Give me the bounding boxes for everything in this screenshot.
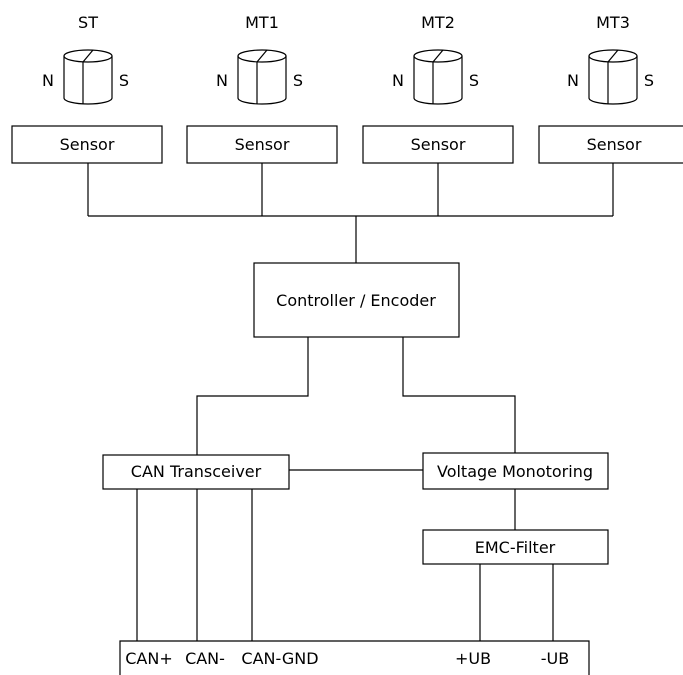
north-pole-label: N: [42, 71, 54, 90]
can-plus-pin-label: CAN+: [125, 649, 173, 668]
controller-label: Controller / Encoder: [276, 291, 436, 310]
magnet-mt1: MT1 N S: [216, 13, 303, 105]
controller-branch-wires: [196, 337, 516, 455]
can-transceiver-label: CAN Transceiver: [131, 462, 262, 481]
south-pole-label: S: [293, 71, 303, 90]
plus-ub-pin-label: +UB: [455, 649, 491, 668]
south-pole-label: S: [469, 71, 479, 90]
magnet-label: MT3: [596, 13, 630, 32]
emc-filter-label: EMC-Filter: [475, 538, 556, 557]
magnet-st: ST N S: [42, 13, 129, 105]
sensor-label: Sensor: [411, 135, 466, 154]
north-pole-label: N: [216, 71, 228, 90]
sensor-bus-wires: [87, 163, 614, 263]
can-minus-pin-label: CAN-: [185, 649, 225, 668]
sensor-label: Sensor: [235, 135, 290, 154]
magnet-label: MT2: [421, 13, 455, 32]
magnet-cylinder-icon: [237, 49, 287, 105]
magnet-mt3: MT3 N S: [567, 13, 654, 105]
voltage-monitoring-label: Voltage Monotoring: [437, 462, 593, 481]
magnet-mt2: MT2 N S: [392, 13, 479, 105]
sensor-box-mt1: Sensor: [186, 125, 338, 164]
north-pole-label: N: [567, 71, 579, 90]
controller-encoder-box: Controller / Encoder: [253, 262, 460, 338]
connector-strip: CAN+ CAN- CAN-GND +UB -UB: [119, 640, 590, 675]
voltage-monitoring-box: Voltage Monotoring: [422, 452, 609, 490]
sensor-label: Sensor: [587, 135, 642, 154]
sensor-box-mt3: Sensor: [538, 125, 683, 164]
sensor-box-st: Sensor: [11, 125, 163, 164]
sensor-box-mt2: Sensor: [362, 125, 514, 164]
can-gnd-pin-label: CAN-GND: [241, 649, 318, 668]
can-transceiver-box: CAN Transceiver: [102, 454, 290, 490]
magnet-cylinder-icon: [588, 49, 638, 105]
magnet-cylinder-icon: [63, 49, 113, 105]
connector-wires: [136, 489, 554, 641]
sensor-label: Sensor: [60, 135, 115, 154]
minus-ub-pin-label: -UB: [541, 649, 569, 668]
south-pole-label: S: [644, 71, 654, 90]
emc-filter-box: EMC-Filter: [422, 529, 609, 565]
magnet-label: ST: [78, 13, 98, 32]
south-pole-label: S: [119, 71, 129, 90]
north-pole-label: N: [392, 71, 404, 90]
magnet-cylinder-icon: [413, 49, 463, 105]
magnet-label: MT1: [245, 13, 279, 32]
